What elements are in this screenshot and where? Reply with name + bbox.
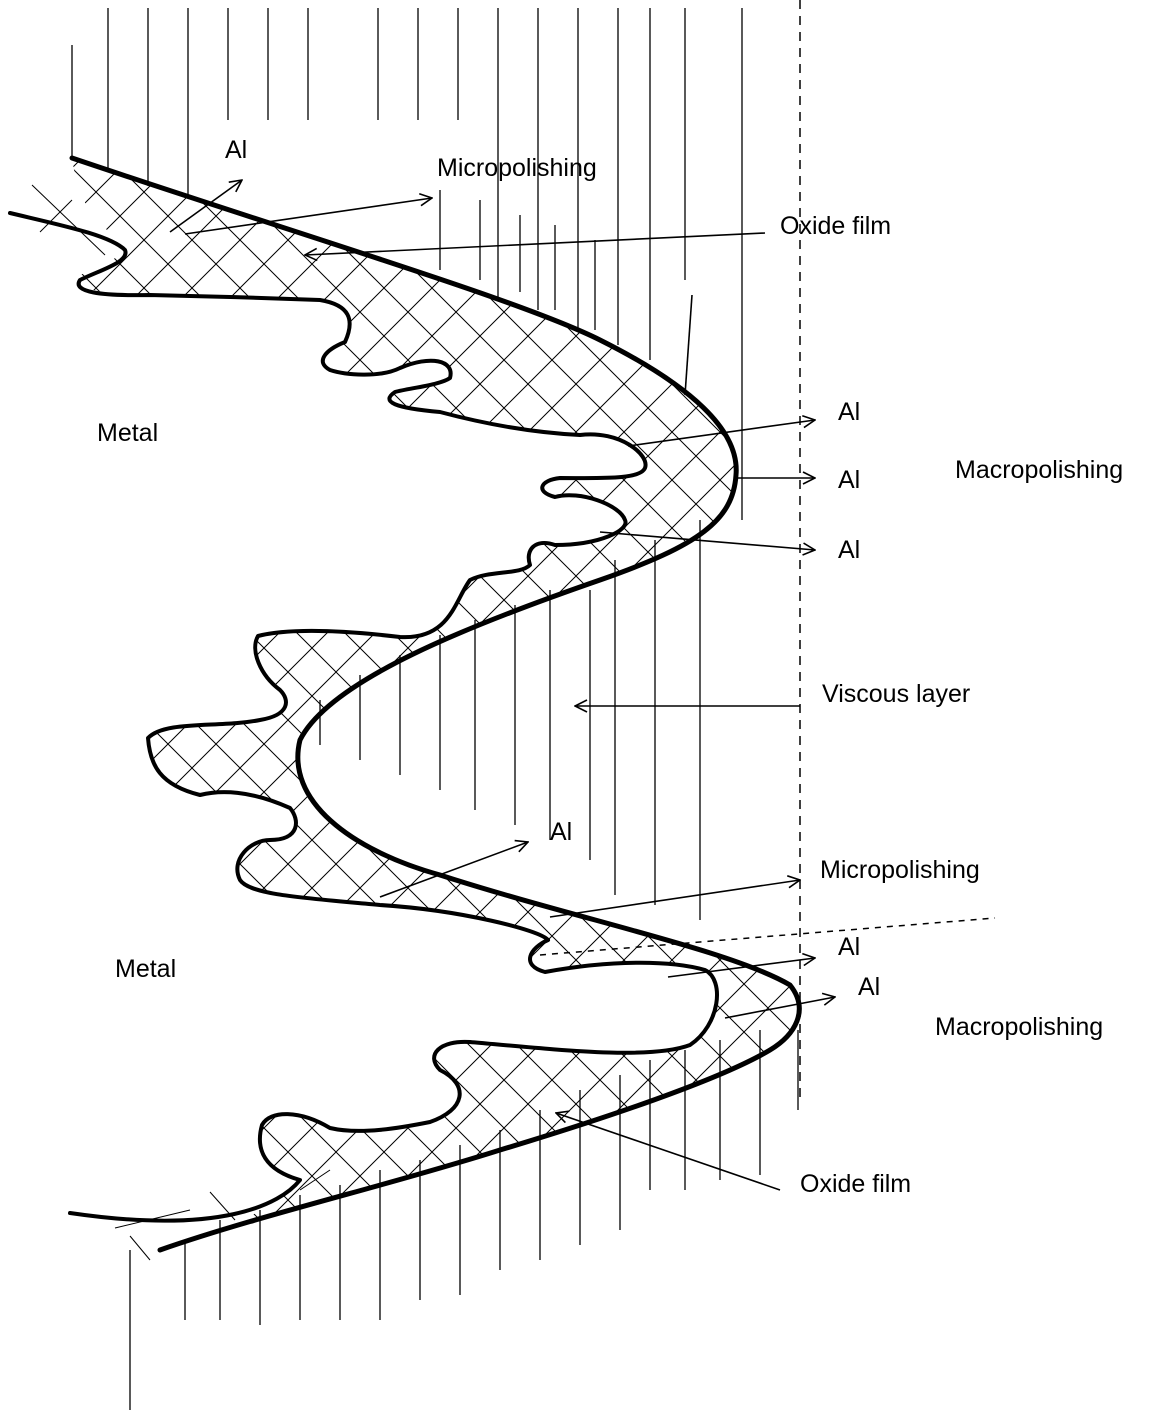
label-al-low-1: Al (838, 933, 860, 961)
label-al-top: Al (225, 136, 247, 164)
label-al-mid-3: Al (838, 536, 860, 564)
oxide-film-arrow-top (305, 232, 766, 255)
label-al-mid-1: Al (838, 398, 860, 426)
micropolishing-arrow-top (184, 198, 432, 235)
micropolishing-arrow-bottom (549, 880, 800, 918)
al-arrow-top (169, 180, 242, 233)
label-al-low-2: Al (858, 973, 880, 1001)
label-micropolishing-bottom: Micropolishing (820, 856, 980, 884)
oxide-film-region (72, 158, 800, 1250)
labels: Al Micropolishing Oxide film Metal Al Al… (97, 136, 1123, 1198)
al-arrow-mid-1 (627, 420, 815, 447)
al-arrow-mid-3 (599, 531, 815, 550)
metal-surface-lower (68, 938, 719, 1223)
label-metal-bottom: Metal (115, 955, 176, 983)
label-viscous-layer: Viscous layer (822, 680, 970, 708)
al-arrow-lower (379, 842, 528, 898)
label-oxide-film-top: Oxide film (780, 212, 891, 240)
al-arrow-low-2 (724, 997, 835, 1019)
label-macropolishing-bottom: Macropolishing (935, 1013, 1103, 1041)
label-micropolishing-top: Micropolishing (437, 154, 597, 182)
oxide-film-pointer (684, 294, 693, 396)
oxide-film-arrow-bottom (556, 1113, 781, 1191)
label-al-lower: Al (550, 818, 572, 846)
al-arrow-low-1 (667, 958, 815, 978)
label-macropolishing-top: Macropolishing (955, 456, 1123, 484)
oxide-film-surface (69, 155, 802, 1253)
label-al-mid-2: Al (838, 466, 860, 494)
label-metal-top: Metal (97, 419, 158, 447)
viscous-layer-lines (71, 8, 799, 1410)
arrows (169, 180, 835, 1191)
label-oxide-film-bottom: Oxide film (800, 1170, 911, 1198)
metal-surface-upper (8, 211, 648, 942)
